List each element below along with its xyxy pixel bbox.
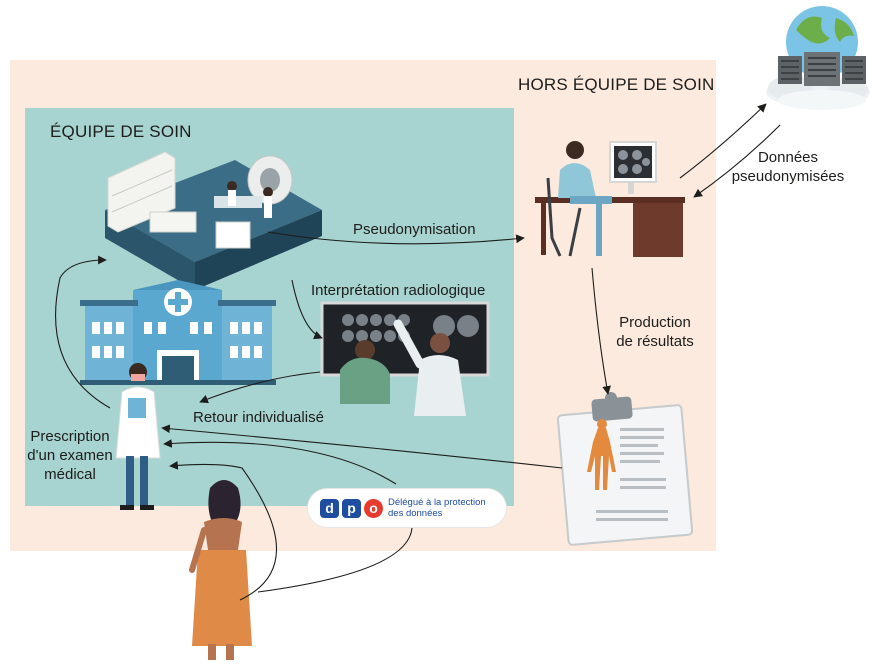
dpo-letter-d: d (320, 499, 339, 518)
interpretation-label: Interprétation radiologique (311, 282, 486, 299)
results-clipboard-icon (556, 392, 694, 546)
production-label: Production de résultats (616, 314, 694, 350)
radiologists-icon (320, 301, 490, 416)
donnees-label: Données pseudonymisées (731, 149, 845, 185)
imaging-room-icon (105, 151, 322, 290)
flow-arrows (55, 103, 781, 601)
patient-icon (189, 480, 252, 660)
equipe-de-soin-label: ÉQUIPE DE SOIN (50, 122, 192, 141)
remote-radiologist-icon (535, 141, 685, 257)
dpo-badge: d p o Délégué à la protection des donnée… (308, 489, 506, 527)
hospital-icon (80, 280, 276, 385)
doctor-icon (115, 363, 161, 510)
dpo-text: Délégué à la protection des données (388, 497, 486, 519)
prescription-label: Prescription d'un examen médical (27, 428, 113, 483)
retour-label: Retour individualisé (193, 409, 324, 426)
pseudonymisation-label: Pseudonymisation (353, 221, 476, 238)
hors-equipe-label: HORS ÉQUIPE DE SOIN (518, 75, 715, 94)
cloud-server-icon (766, 6, 870, 110)
dpo-letter-p: p (342, 499, 361, 518)
dpo-letter-o: o (364, 499, 383, 518)
